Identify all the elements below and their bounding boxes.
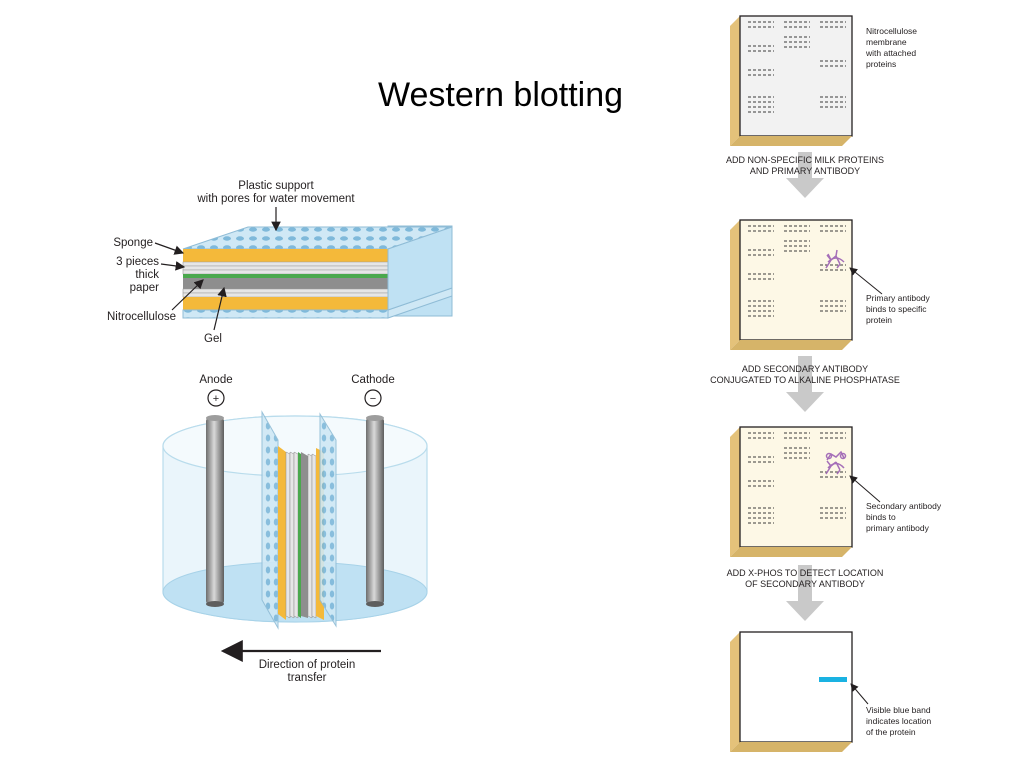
paper-label-1: 3 pieces (116, 256, 159, 268)
membrane-panel-4 (730, 631, 853, 752)
membrane-panel-2 (730, 219, 853, 350)
plus-icon (207, 389, 225, 407)
blue-band (819, 677, 847, 682)
secondary-note-2: binds to (866, 512, 896, 522)
primary-note-1: Primary antibody (866, 293, 931, 303)
membrane-panel-3 (730, 426, 853, 557)
cassette-right-panel (319, 412, 337, 628)
step3-line-1: ADD X-PHOS TO DETECT LOCATION (727, 568, 884, 578)
cathode-sign: − (370, 393, 376, 405)
band-note-arrow (850, 683, 869, 705)
secondary-note-3: primary antibody (866, 523, 930, 533)
sponge-layer (183, 249, 388, 262)
secondary-antibody-icon (825, 450, 847, 475)
primary-note-2: binds to specific (866, 304, 927, 314)
cathode-rod (366, 418, 384, 604)
paper-label-3: paper (130, 282, 160, 294)
membrane-note-3: with attached (865, 48, 916, 58)
step-arrow-2 (786, 356, 824, 412)
anode-sign: + (213, 393, 219, 405)
secondary-note-1: Secondary antibody (866, 501, 942, 511)
gel-label: Gel (204, 333, 222, 345)
band-note-1: Visible blue band (866, 705, 931, 715)
step-arrow-1 (786, 152, 824, 198)
plastic-support-label-1: Plastic support (238, 180, 314, 192)
membrane-note-1: Nitrocellulose (866, 26, 917, 36)
step-arrow-3 (786, 565, 824, 621)
direction-label-2: transfer (288, 672, 327, 684)
gel-layer (183, 278, 388, 289)
secondary-note-arrow (849, 475, 881, 503)
minus-icon (364, 389, 382, 407)
anode-rod (206, 418, 224, 604)
step2-line-1: ADD SECONDARY ANTIBODY (742, 364, 868, 374)
nitrocellulose-label: Nitrocellulose (107, 311, 176, 323)
sponge-label: Sponge (113, 237, 153, 249)
transfer-tank (162, 410, 428, 630)
plastic-support-label-2: with pores for water movement (196, 193, 355, 205)
primary-note-3: protein (866, 315, 892, 325)
step2-line-2: CONJUGATED TO ALKALINE PHOSPHATASE (710, 375, 900, 385)
paper-arrow (160, 261, 186, 271)
cathode-label: Cathode (351, 374, 394, 386)
nitrocellulose-arrow (171, 279, 204, 311)
membrane-note-2: membrane (866, 37, 907, 47)
sponge-arrow (154, 242, 185, 255)
step3-line-2: OF SECONDARY ANTIBODY (745, 579, 865, 589)
anode-label: Anode (199, 374, 232, 386)
step1-line-2: AND PRIMARY ANTIBODY (750, 166, 860, 176)
transfer-sandwich (182, 225, 453, 319)
membrane-panel-1 (730, 15, 853, 146)
step1-line-1: ADD NON-SPECIFIC MILK PROTEINS (726, 155, 884, 165)
paper-label-2: thick (135, 269, 159, 281)
membrane-note-4: proteins (866, 59, 896, 69)
band-note-3: of the protein (866, 727, 916, 737)
band-note-2: indicates location (866, 716, 931, 726)
slide-title: Western blotting (378, 76, 624, 114)
nitrocellulose-layer (183, 274, 388, 278)
primary-antibody-icon (825, 249, 845, 269)
gel-arrow (213, 286, 227, 331)
primary-note-arrow (849, 267, 883, 295)
cassette-left-panel (261, 410, 279, 630)
direction-label-1: Direction of protein (259, 659, 356, 671)
